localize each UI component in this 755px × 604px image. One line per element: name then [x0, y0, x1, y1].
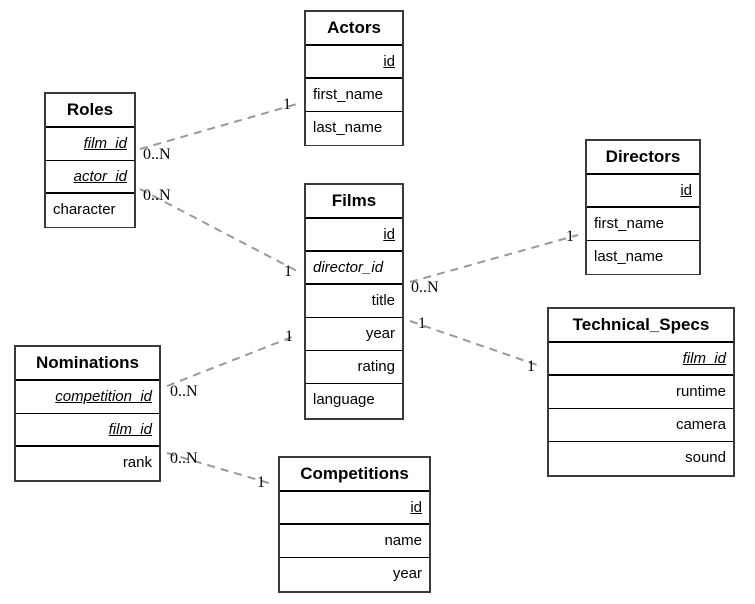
attribute-label: last_name	[594, 248, 664, 265]
entity-directors[interactable]: Directors id first_name last_name	[585, 139, 701, 275]
attribute-label: runtime	[675, 383, 726, 400]
attribute-label: character	[53, 201, 116, 218]
cardinality-label-films-directors-to: 1	[566, 228, 574, 245]
entity-title-competitions: Competitions	[280, 458, 429, 492]
attribute-directors-last_name[interactable]: last_name	[587, 241, 699, 274]
attribute-label: id	[680, 182, 692, 199]
attribute-label: film_id	[682, 350, 726, 367]
attribute-label: rank	[122, 454, 152, 471]
attribute-label: id	[410, 499, 422, 516]
cardinality-label-nominations-films-to: 1	[285, 328, 293, 345]
attribute-films-id[interactable]: id	[306, 219, 402, 252]
attribute-label: camera	[675, 416, 726, 433]
attribute-label: year	[365, 325, 395, 342]
attribute-competitions-id[interactable]: id	[280, 492, 429, 525]
relationship-line-films-technical_specs	[409, 320, 541, 367]
attribute-label: competition_id	[55, 388, 152, 405]
attribute-label: rating	[357, 358, 395, 375]
attribute-directors-id[interactable]: id	[587, 175, 699, 208]
attribute-competitions-name[interactable]: name	[280, 525, 429, 558]
attribute-label: first_name	[313, 86, 384, 103]
attribute-label: title	[371, 292, 395, 309]
attribute-films-rating[interactable]: rating	[306, 351, 402, 384]
entity-title-technical_specs: Technical_Specs	[549, 309, 733, 343]
cardinality-label-films-technical_specs-from: 1	[418, 315, 426, 332]
relationship-line-films-directors	[409, 234, 579, 283]
attribute-actors-first_name[interactable]: first_name	[306, 79, 402, 112]
attribute-films-title[interactable]: title	[306, 285, 402, 318]
attribute-films-year[interactable]: year	[306, 318, 402, 351]
cardinality-label-films-directors-from: 0..N	[411, 279, 439, 296]
entity-title-films: Films	[306, 185, 402, 219]
attribute-label: year	[392, 565, 422, 582]
cardinality-label-films-technical_specs-to: 1	[527, 358, 535, 375]
attribute-label: first_name	[594, 215, 665, 232]
attribute-technical_specs-camera[interactable]: camera	[549, 409, 733, 442]
attribute-label: film_id	[108, 421, 152, 438]
entity-title-actors: Actors	[306, 12, 402, 46]
attribute-competitions-year[interactable]: year	[280, 558, 429, 591]
attribute-nominations-film_id[interactable]: film_id	[16, 414, 159, 447]
attribute-label: id	[383, 53, 395, 70]
relationship-line-roles-actors	[139, 103, 298, 150]
attribute-label: director_id	[313, 259, 384, 276]
entity-title-nominations: Nominations	[16, 347, 159, 381]
cardinality-label-roles-actors-to: 1	[283, 96, 291, 113]
attribute-nominations-competition_id[interactable]: competition_id	[16, 381, 159, 414]
attribute-technical_specs-sound[interactable]: sound	[549, 442, 733, 475]
attribute-label: language	[313, 391, 375, 408]
cardinality-label-nominations-films-from: 0..N	[170, 383, 198, 400]
attribute-roles-film_id[interactable]: film_id	[46, 128, 134, 161]
entity-title-directors: Directors	[587, 141, 699, 175]
attribute-label: film_id	[83, 135, 127, 152]
attribute-label: last_name	[313, 119, 383, 136]
cardinality-label-roles-actors-from: 0..N	[143, 146, 171, 163]
attribute-directors-first_name[interactable]: first_name	[587, 208, 699, 241]
attribute-films-language[interactable]: language	[306, 384, 402, 417]
cardinality-label-roles-films-from: 0..N	[143, 187, 171, 204]
attribute-nominations-rank[interactable]: rank	[16, 447, 159, 480]
attribute-label: id	[383, 226, 395, 243]
attribute-actors-last_name[interactable]: last_name	[306, 112, 402, 145]
attribute-label: sound	[685, 449, 726, 466]
attribute-label: actor_id	[73, 168, 127, 185]
attribute-actors-id[interactable]: id	[306, 46, 402, 79]
attribute-technical_specs-runtime[interactable]: runtime	[549, 376, 733, 409]
relationship-line-nominations-films	[166, 334, 298, 387]
entity-competitions[interactable]: Competitions id name year	[278, 456, 431, 593]
attribute-films-director_id[interactable]: director_id	[306, 252, 402, 285]
attribute-roles-actor_id[interactable]: actor_id	[46, 161, 134, 194]
entity-roles[interactable]: Roles film_id actor_id character	[44, 92, 136, 228]
entity-actors[interactable]: Actors id first_name last_name	[304, 10, 404, 146]
entity-title-roles: Roles	[46, 94, 134, 128]
attribute-technical_specs-film_id[interactable]: film_id	[549, 343, 733, 376]
attribute-roles-character[interactable]: character	[46, 194, 134, 227]
cardinality-label-nominations-competitions-from: 0..N	[170, 450, 198, 467]
cardinality-label-nominations-competitions-to: 1	[257, 474, 265, 491]
attribute-label: name	[384, 532, 422, 549]
cardinality-label-roles-films-to: 1	[284, 263, 292, 280]
